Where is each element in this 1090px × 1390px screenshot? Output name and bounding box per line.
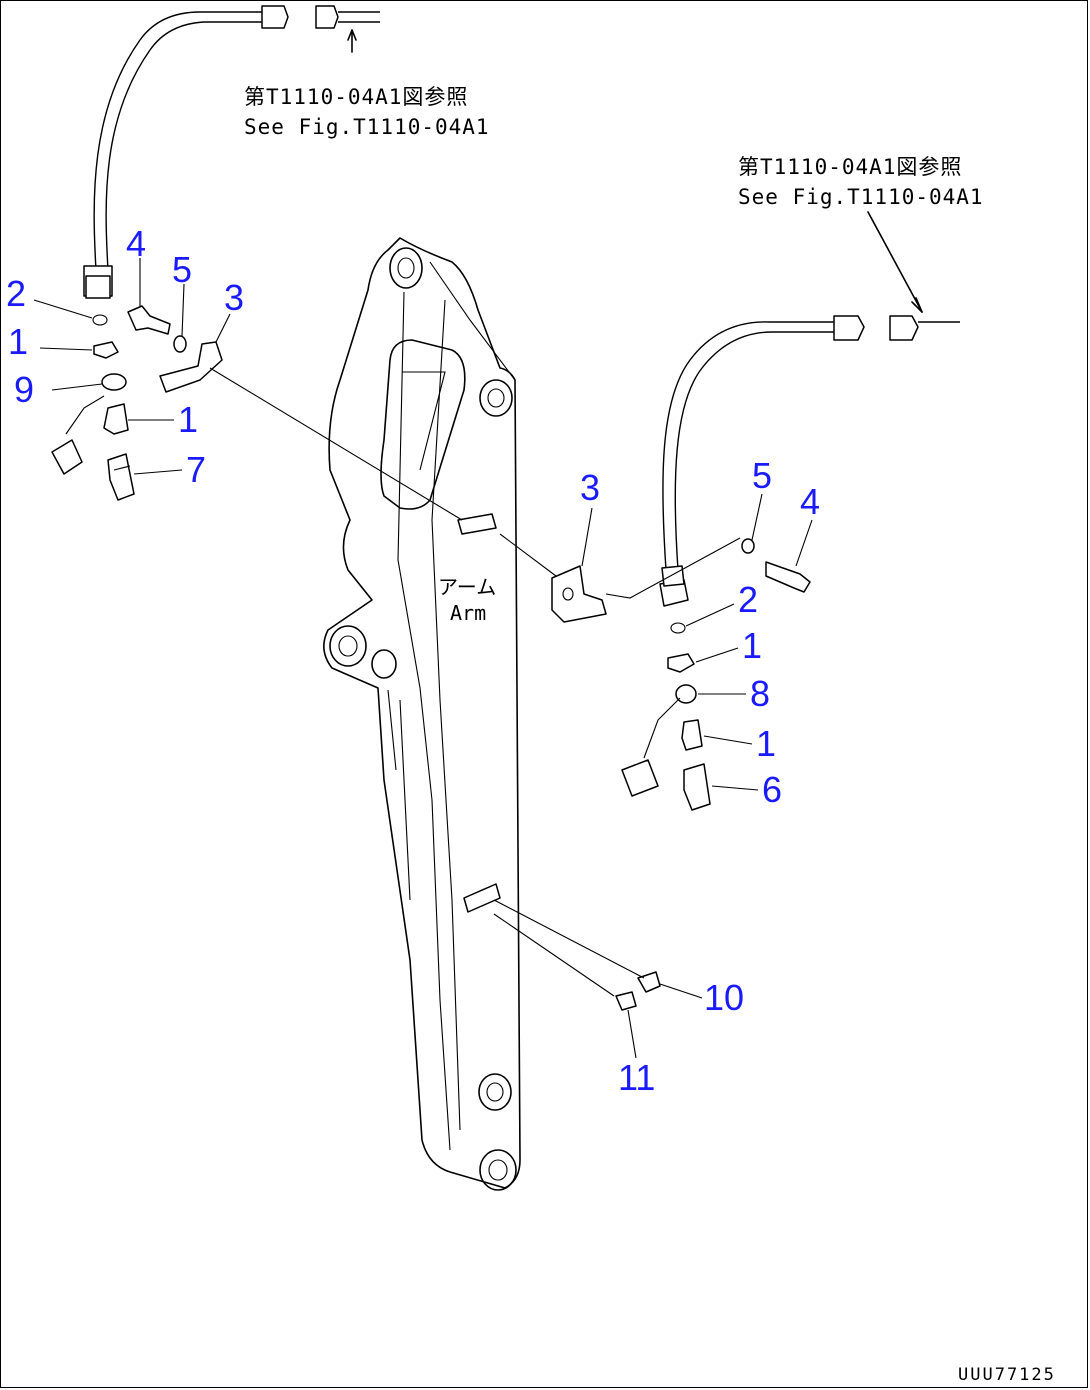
right-reference-en: See Fig.T1110-04A1 xyxy=(738,185,984,209)
left-washer xyxy=(173,335,187,353)
arm-weld-boss-upper xyxy=(457,513,497,535)
left-reference-jp: 第T1110-04A1図参照 xyxy=(244,85,468,109)
right-bracket xyxy=(551,565,607,623)
right-parts xyxy=(551,537,811,1011)
plug-leader xyxy=(493,899,645,979)
callout-right-2: 2 xyxy=(738,579,758,620)
left-hose-nut-top xyxy=(261,5,289,29)
callout-right-3: 3 xyxy=(580,467,600,508)
left-o-ring-small xyxy=(92,314,108,326)
right-reference-jp: 第T1110-04A1図参照 xyxy=(738,155,962,179)
bottom-boss-2 xyxy=(479,1149,517,1191)
bottom-boss-1 xyxy=(478,1073,512,1111)
right-ref-union xyxy=(889,315,919,341)
right-o-ring-small xyxy=(670,622,686,634)
right-washer xyxy=(741,538,755,554)
left-hose-nut-bottom xyxy=(85,275,111,299)
arm-assembly: アーム Arm xyxy=(323,237,521,1191)
callout-right-8: 8 xyxy=(750,673,770,714)
callout-right-11: 11 xyxy=(618,1057,655,1098)
top-pin-boss xyxy=(389,247,423,289)
left-hose xyxy=(83,5,380,299)
callout-left-2: 2 xyxy=(6,273,26,314)
callout-right-5: 5 xyxy=(752,455,772,496)
callout-left-5: 5 xyxy=(172,249,192,290)
right-bracket-leader xyxy=(499,533,557,577)
left-reference-en: See Fig.T1110-04A1 xyxy=(244,115,490,139)
left-nut xyxy=(93,341,119,359)
left-ref-union xyxy=(315,5,339,29)
left-parts xyxy=(51,305,223,501)
left-fitting xyxy=(103,403,129,435)
callout-right-1b: 1 xyxy=(756,723,776,764)
arm-label-en: Arm xyxy=(450,601,486,625)
right-ring xyxy=(675,684,697,704)
right-nut xyxy=(667,653,695,673)
right-callouts: 3 5 4 2 1 8 1 6 10 11 xyxy=(580,455,820,1098)
callout-left-1b: 1 xyxy=(178,399,198,440)
callout-right-6: 6 xyxy=(762,769,782,810)
left-ring xyxy=(101,373,127,391)
right-bolt xyxy=(765,561,811,593)
left-bracket xyxy=(159,341,223,393)
upper-right-boss xyxy=(479,379,513,417)
callout-left-9: 9 xyxy=(14,369,34,410)
callout-left-3: 3 xyxy=(224,277,244,318)
callout-left-1a: 1 xyxy=(8,321,28,362)
left-coupler xyxy=(107,453,135,501)
left-bolt xyxy=(127,305,171,335)
arm-slot xyxy=(380,339,466,510)
lower-boss xyxy=(371,649,397,679)
callout-right-4: 4 xyxy=(800,481,820,522)
right-cap xyxy=(621,759,659,797)
callout-left-4: 4 xyxy=(126,223,146,264)
plug-11 xyxy=(615,991,637,1011)
right-fitting xyxy=(681,719,703,751)
callout-right-1a: 1 xyxy=(742,625,762,666)
left-boss xyxy=(329,625,367,667)
right-hose-nut-top xyxy=(833,315,865,341)
left-cap xyxy=(51,439,83,475)
plug-10 xyxy=(637,971,661,993)
arm-outline xyxy=(323,237,521,1189)
left-callouts: 4 5 3 2 1 9 1 7 xyxy=(6,223,244,490)
arm-label-jp: アーム xyxy=(438,575,496,599)
arm-weld-boss-lower xyxy=(463,883,501,913)
right-hose xyxy=(659,211,960,607)
right-coupler xyxy=(683,763,711,811)
callout-left-7: 7 xyxy=(186,449,206,490)
callout-right-10: 10 xyxy=(704,977,744,1018)
drawing-code: UUU77125 xyxy=(958,1365,1056,1385)
left-bracket-leader xyxy=(209,367,463,521)
